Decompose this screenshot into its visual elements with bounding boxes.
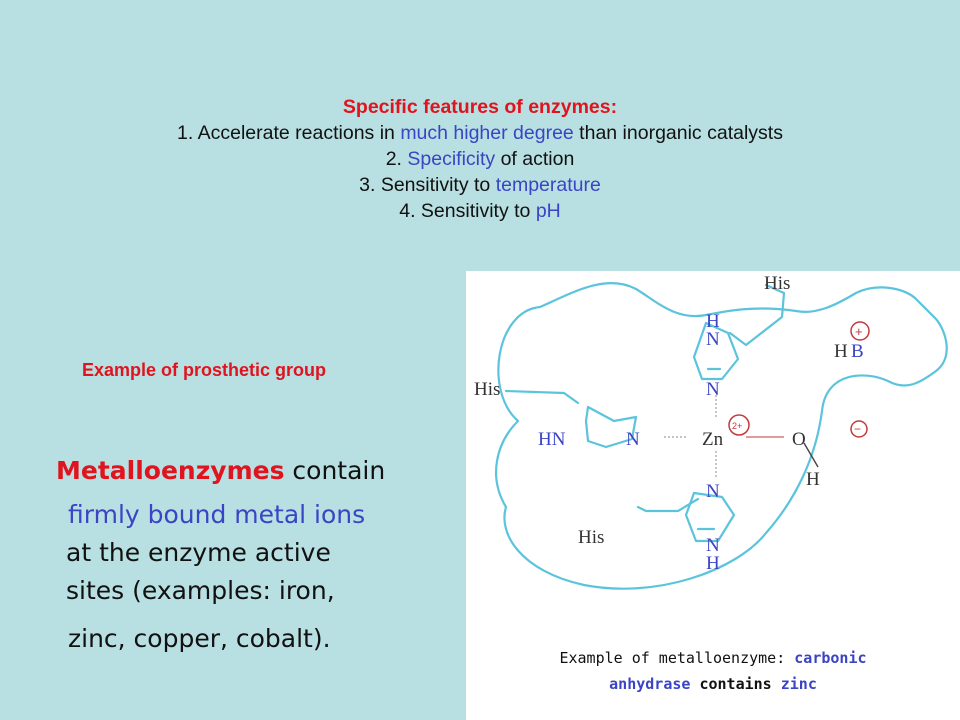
- positive-charge-label: +: [855, 324, 863, 339]
- left-ring-hn-label: HN: [538, 429, 566, 450]
- features-block: Specific features of enzymes: 1. Acceler…: [0, 94, 960, 224]
- metallo-line-4: sites (examples: iron,: [66, 576, 335, 605]
- features-title: Specific features of enzymes:: [342, 96, 618, 118]
- his-left-label: His: [474, 379, 500, 400]
- feature-2-text-end: of action: [495, 148, 575, 170]
- imidazole-bottom-ring: [684, 491, 736, 543]
- metallo-line-1: Metalloenzymes contain: [56, 456, 385, 485]
- metallo-line-2: firmly bound metal ions: [68, 500, 366, 529]
- caption-line-1: Example of metalloenzyme: carbonic: [466, 645, 960, 671]
- metallo-line-1-rest: contain: [284, 456, 386, 485]
- bottom-ring-n2-label: N: [706, 535, 720, 556]
- feature-4-text: 4. Sensitivity to: [399, 200, 536, 222]
- negative-charge-circle: [850, 420, 868, 438]
- imidazole-top-ring: [692, 321, 740, 381]
- zinc-charge-label: 2+: [732, 421, 742, 431]
- bottom-ring-h-label: H: [706, 553, 720, 574]
- feature-3-text: 3. Sensitivity to: [359, 174, 496, 196]
- caption-contains: contains: [690, 675, 781, 693]
- oh-hydrogen-label: H: [806, 469, 820, 490]
- imidazole-left-ring: [584, 405, 638, 449]
- carbonic-anhydrase-diagram-panel: His His His H B Zn O H H N N HN N N N H …: [466, 271, 960, 720]
- his-top-label: His: [764, 273, 790, 294]
- feature-line-4: 4. Sensitivity to pH: [0, 198, 960, 224]
- metallo-line-3: at the enzyme active: [66, 538, 331, 567]
- hb-b-label: B: [851, 341, 864, 362]
- feature-2-highlight: Specificity: [407, 148, 496, 170]
- prosthetic-group-title: Example of prosthetic group: [82, 360, 327, 380]
- oxygen-label: O: [792, 429, 806, 450]
- his-bottom-label: His: [578, 527, 604, 548]
- o-h-bond: [803, 442, 819, 468]
- feature-line-3: 3. Sensitivity to temperature: [0, 172, 960, 198]
- feature-1-text: 1. Accelerate reactions in: [177, 122, 401, 144]
- positive-charge-circle: [850, 321, 870, 341]
- zinc-charge-circle: [728, 414, 750, 436]
- feature-3-highlight: temperature: [495, 174, 601, 196]
- metallo-keyword: Metalloenzymes: [56, 456, 285, 485]
- top-ring-h-label: H: [706, 311, 720, 332]
- his-bottom-link: [636, 497, 700, 513]
- bottom-ring-n1-label: N: [706, 481, 720, 502]
- feature-line-1: 1. Accelerate reactions in much higher d…: [0, 120, 960, 146]
- zinc-active-site-diagram: His His His H B Zn O H H N N HN N N N H …: [474, 273, 948, 590]
- feature-line-2: 2. Specificity of action: [0, 146, 960, 172]
- zinc-label: Zn: [702, 429, 724, 450]
- top-ring-n1-label: N: [706, 329, 720, 350]
- feature-1-text-end: than inorganic catalysts: [573, 122, 783, 144]
- metallo-line-5: zinc, copper, cobalt).: [68, 624, 331, 653]
- feature-1-highlight: much higher degree: [400, 122, 574, 144]
- caption-zinc: zinc: [780, 675, 817, 693]
- caption-carbonic: carbonic: [794, 649, 867, 667]
- left-ring-n-label: N: [626, 429, 640, 450]
- diagram-caption: Example of metalloenzyme: carbonic anhyd…: [466, 645, 960, 697]
- his-top-link: [728, 283, 786, 347]
- his-left-link: [504, 389, 580, 405]
- caption-line-2: anhydrase contains zinc: [466, 671, 960, 697]
- top-ring-n2-label: N: [706, 379, 720, 400]
- feature-4-highlight: pH: [535, 200, 561, 222]
- protein-backbone-curve: [495, 281, 948, 590]
- hb-h-label: H: [834, 341, 848, 362]
- caption-anhydrase: anhydrase: [609, 675, 691, 693]
- feature-2-text: 2.: [385, 148, 408, 170]
- caption-text: Example of metalloenzyme:: [559, 649, 795, 667]
- negative-charge-label: −: [854, 422, 861, 436]
